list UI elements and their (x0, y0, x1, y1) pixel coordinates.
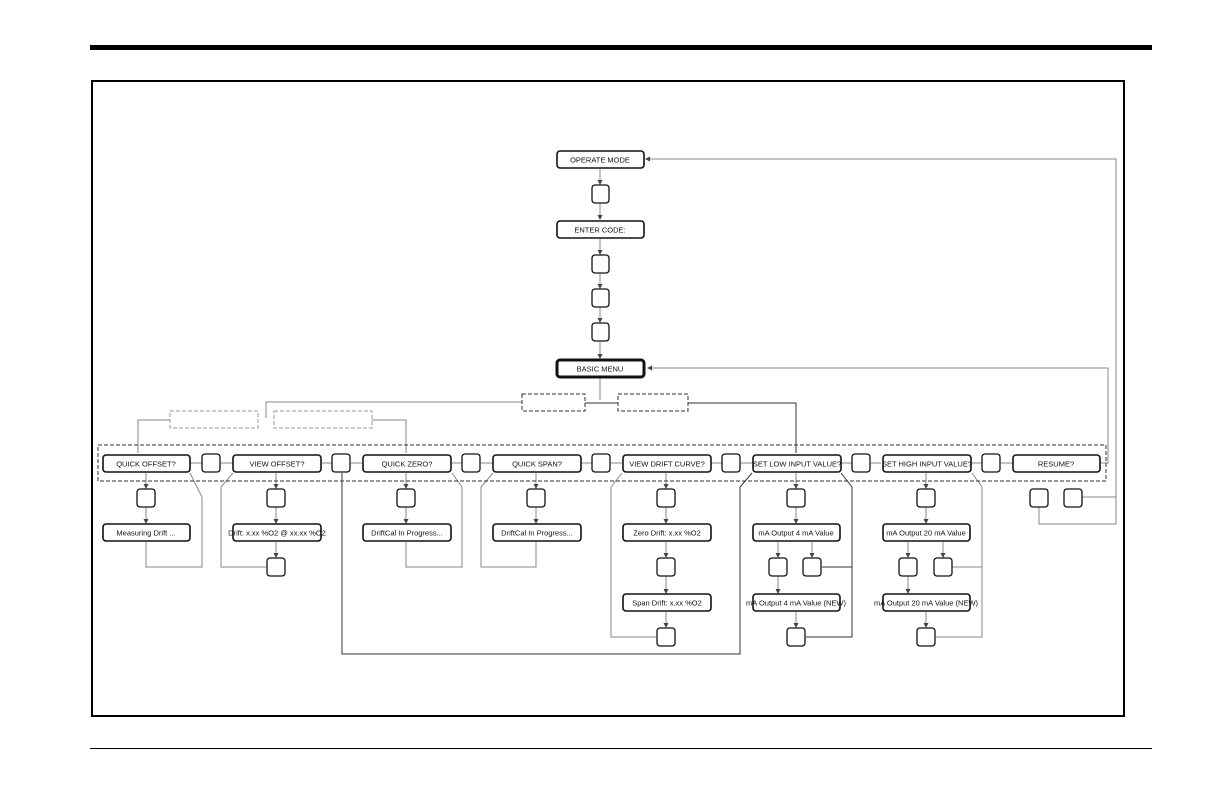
node-quick-offset: QUICK OFFSET? (116, 460, 176, 469)
node-set-low-input: SET LOW INPUT VALUE? (753, 460, 841, 469)
dashed-groups (97, 393, 1107, 482)
figure-frame (91, 80, 1125, 717)
node-zero-drift: Zero Drift: x.xx %O2 (633, 529, 701, 538)
node-driftcal-zero: DriftCal In Progress... (371, 529, 443, 538)
node-ma-out-20-new: mA Output 20 mA Value (NEW) (874, 599, 979, 608)
node-quick-span: QUICK SPAN? (512, 460, 562, 469)
display-boxes (102, 150, 1101, 612)
node-drift-offset: Drift: x.xx %O2 @ xx.xx %O2 (228, 529, 326, 538)
node-quick-zero: QUICK ZERO? (382, 460, 433, 469)
node-basic-menu: BASIC MENU (577, 365, 624, 374)
node-set-high-input: SET HIGH INPUT VALUE? (882, 460, 972, 469)
connector-lines (137, 156, 1117, 655)
node-resume: RESUME? (1038, 460, 1074, 469)
keypad-keys (136, 184, 1083, 647)
display-labels: OPERATE MODE ENTER CODE: BASIC MENU QUIC… (116, 156, 1074, 608)
node-ma-out-4: mA Output 4 mA Value (758, 529, 833, 538)
node-span-drift: Span Drift: x.xx %O2 (632, 599, 702, 608)
footer-rule (90, 748, 1152, 749)
node-ma-out-20: mA Output 20 mA Value (886, 529, 966, 538)
node-operate-mode: OPERATE MODE (570, 156, 630, 165)
node-measuring-drift: Measuring Drift ... (116, 529, 175, 538)
node-ma-out-4-new: mA Output 4 mA Value (NEW) (746, 599, 846, 608)
header-rule (90, 45, 1152, 50)
node-enter-code: ENTER CODE: (574, 226, 625, 235)
node-driftcal-span: DriftCal In Progress... (501, 529, 573, 538)
node-view-offset: VIEW OFFSET? (249, 460, 304, 469)
node-view-drift-curve: VIEW DRIFT CURVE? (629, 460, 705, 469)
